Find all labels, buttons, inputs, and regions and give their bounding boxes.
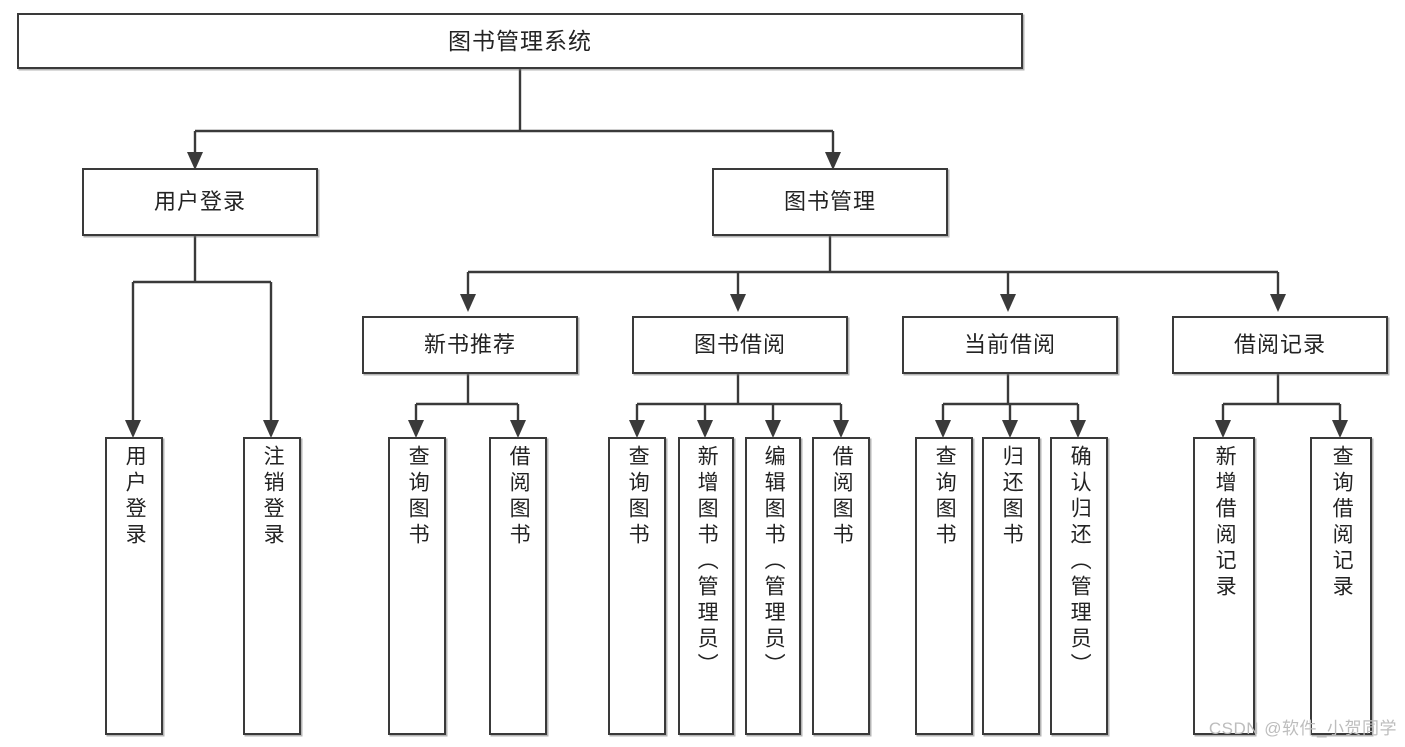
node-label: 借阅图书: [507, 445, 531, 549]
node-label: 新增图书（管理员）: [695, 445, 719, 679]
node-user-login[interactable]: 用户登录: [82, 168, 318, 236]
leaf-borrow-query-book[interactable]: 查询图书: [608, 437, 666, 735]
leaf-current-return-book[interactable]: 归还图书: [982, 437, 1040, 735]
leaf-new-book-query[interactable]: 查询图书: [388, 437, 446, 735]
node-label: 查询借阅记录: [1330, 445, 1354, 601]
watermark: CSDN @软件_小贺同学: [1208, 719, 1397, 738]
node-book-management-system[interactable]: 图书管理系统: [17, 13, 1023, 69]
leaf-user-login-logout[interactable]: 注销登录: [243, 437, 301, 735]
leaf-record-query-record[interactable]: 查询借阅记录: [1310, 437, 1372, 735]
node-label: 借阅图书: [830, 445, 854, 549]
node-current-borrow[interactable]: 当前借阅: [902, 316, 1118, 374]
node-label: 注销登录: [261, 445, 285, 549]
node-label: 编辑图书（管理员）: [762, 445, 786, 679]
node-label: 确认归还（管理员）: [1068, 445, 1092, 679]
node-label: 用户登录: [123, 445, 147, 549]
leaf-borrow-add-book-admin[interactable]: 新增图书（管理员）: [678, 437, 734, 735]
node-label: 新增借阅记录: [1213, 445, 1237, 601]
node-label: 新书推荐: [423, 332, 516, 358]
leaf-current-confirm-return-admin[interactable]: 确认归还（管理员）: [1050, 437, 1108, 735]
node-label: 归还图书: [1000, 445, 1024, 549]
leaf-borrow-edit-book-admin[interactable]: 编辑图书（管理员）: [745, 437, 801, 735]
node-label: 图书管理: [783, 189, 876, 215]
node-book-management[interactable]: 图书管理: [712, 168, 948, 236]
node-book-borrow[interactable]: 图书借阅: [632, 316, 848, 374]
node-label: 图书管理系统: [448, 27, 592, 54]
leaf-current-query-book[interactable]: 查询图书: [915, 437, 973, 735]
node-label: 查询图书: [626, 445, 650, 549]
node-label: 查询图书: [406, 445, 430, 549]
node-label: 查询图书: [933, 445, 957, 549]
node-borrow-record[interactable]: 借阅记录: [1172, 316, 1388, 374]
node-new-book-recommend[interactable]: 新书推荐: [362, 316, 578, 374]
leaf-record-add-record[interactable]: 新增借阅记录: [1193, 437, 1255, 735]
leaf-new-book-borrow[interactable]: 借阅图书: [489, 437, 547, 735]
node-label: 借阅记录: [1233, 332, 1326, 358]
node-label: 图书借阅: [693, 332, 786, 358]
leaf-user-login-login[interactable]: 用户登录: [105, 437, 163, 735]
leaf-borrow-borrow-book[interactable]: 借阅图书: [812, 437, 870, 735]
node-label: 用户登录: [153, 189, 246, 215]
node-label: 当前借阅: [963, 332, 1056, 358]
